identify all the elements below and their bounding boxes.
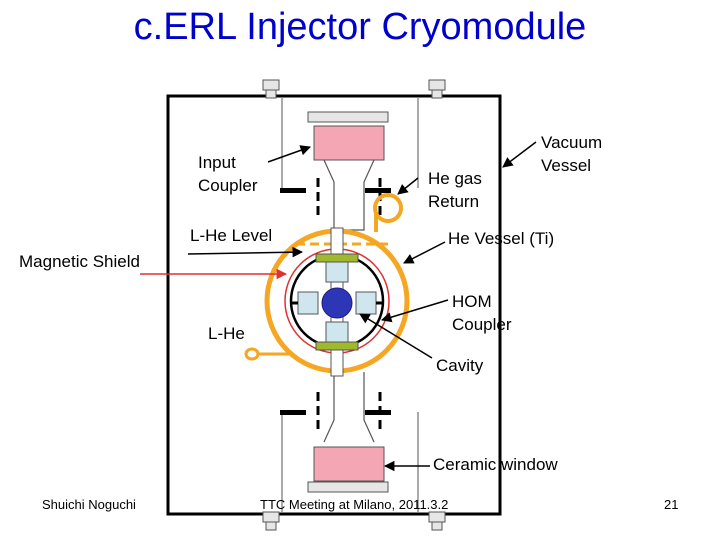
label-he-gas-return-line1: He gas: [428, 169, 482, 188]
footer-author: Shuichi Noguchi: [42, 497, 136, 512]
arrow-cavity: [359, 313, 433, 359]
label-lhe-level: L-He Level: [190, 226, 272, 245]
label-vacuum-vessel-line2: Vessel: [541, 156, 591, 175]
label-vacuum-vessel-line1: Vacuum: [541, 133, 602, 152]
label-input-coupler-line2: Coupler: [198, 176, 258, 195]
footer-page-number: 21: [664, 497, 678, 512]
arrow-input-coupler: [267, 145, 311, 163]
coupler-tubes: [281, 98, 419, 512]
label-hom-coupler-line2: Coupler: [452, 315, 512, 334]
arrow-vacuum-vessel: [502, 141, 537, 168]
cavity-arms: [297, 261, 377, 343]
label-he-gas-return-line2: Return: [428, 192, 479, 211]
top-input-coupler: [280, 111, 391, 231]
vacuum-vessel-outline: [166, 94, 502, 516]
slide-title: c.ERL Injector Cryomodule: [133, 6, 587, 48]
port-caps: [262, 79, 446, 531]
arrow-hom-coupler: [380, 299, 449, 323]
arrow-lhe-level: [187, 246, 304, 258]
arrow-he-gas-return: [397, 177, 419, 195]
label-hom-coupler-line1: HOM: [452, 292, 492, 311]
he-gas-return-loop: [373, 193, 403, 223]
label-he-vessel: He Vessel (Ti): [448, 229, 554, 248]
label-magnetic-shield: Magnetic Shield: [19, 252, 140, 271]
label-input-coupler-line1: Input: [198, 153, 236, 172]
bottom-input-coupler: [280, 372, 391, 493]
cavity: [321, 287, 353, 319]
footer-meeting: TTC Meeting at Milano, 2011.3.2: [260, 497, 448, 512]
label-ceramic-window: Ceramic window: [433, 455, 558, 474]
bottom-level-plate: [315, 341, 359, 351]
label-cavity: Cavity: [436, 356, 484, 375]
arrow-he-vessel: [403, 241, 446, 264]
lhe-pipe-end: [244, 347, 260, 361]
top-level-plate: [315, 253, 359, 263]
label-lhe: L-He: [208, 324, 245, 343]
